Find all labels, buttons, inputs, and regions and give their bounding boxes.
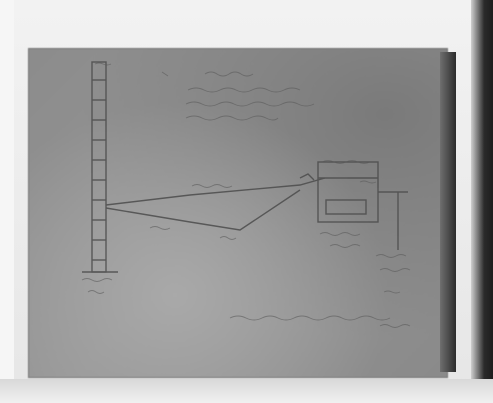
upper-connector-line [105,177,326,206]
left-margin-strip [0,0,14,403]
lower-connector-line [105,189,301,231]
column-ticks [92,79,106,261]
illegible-handwriting [81,62,411,328]
apparatus-inner-box [325,199,367,215]
bottom-surface [0,379,493,403]
junction-mark [299,173,315,181]
right-dark-edge [471,0,493,403]
sheet-edge-shadow [440,52,456,372]
apparatus-box [317,161,379,223]
